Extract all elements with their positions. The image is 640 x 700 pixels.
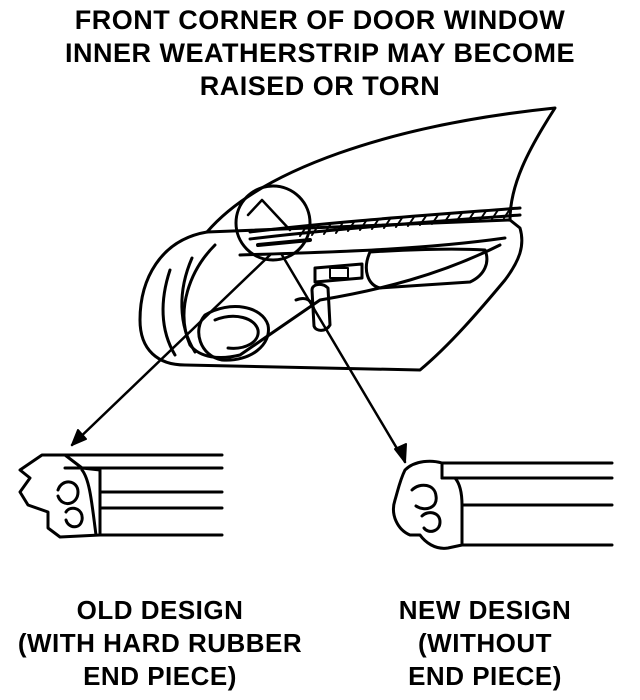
leader-arrow-new: [280, 253, 407, 464]
title-line-2: INNER WEATHERSTRIP MAY BECOME: [64, 38, 576, 68]
new-caption-line-3: END PIECE): [408, 661, 562, 691]
old-hard-rubber-end-piece: [18, 453, 102, 539]
weatherstrip-hatch: [299, 208, 511, 237]
door-trim-inner: [182, 243, 502, 359]
new-design-caption: NEW DESIGN (WITHOUT END PIECE): [330, 594, 640, 693]
old-design-weatherstrip: [18, 453, 224, 539]
title-line-1: FRONT CORNER OF DOOR WINDOW: [74, 5, 566, 35]
door-lower-pocket: [197, 305, 270, 362]
new-caption-line-1: NEW DESIGN: [398, 595, 572, 625]
leader-arrow-old: [70, 253, 272, 447]
old-design-caption: OLD DESIGN (WITH HARD RUBBER END PIECE): [0, 594, 320, 693]
door-armrest: [364, 247, 489, 290]
old-caption-line-1: OLD DESIGN: [76, 595, 244, 625]
detail-magnifier-circle: [234, 184, 312, 262]
old-caption-line-3: END PIECE): [83, 661, 237, 691]
diagram-title: FRONT CORNER OF DOOR WINDOW INNER WEATHE…: [20, 4, 620, 103]
new-weatherstrip-profile: [392, 459, 464, 550]
title-line-3: RAISED OR TORN: [199, 71, 441, 101]
door-window-glass: [205, 106, 557, 234]
new-caption-line-2: (WITHOUT: [418, 628, 552, 658]
door-panel-outline: [138, 218, 524, 372]
door-handle-recess: [313, 262, 364, 284]
old-caption-line-2: (WITH HARD RUBBER: [17, 628, 303, 658]
new-design-weatherstrip: [392, 459, 614, 550]
door-pull-handle: [310, 282, 332, 332]
